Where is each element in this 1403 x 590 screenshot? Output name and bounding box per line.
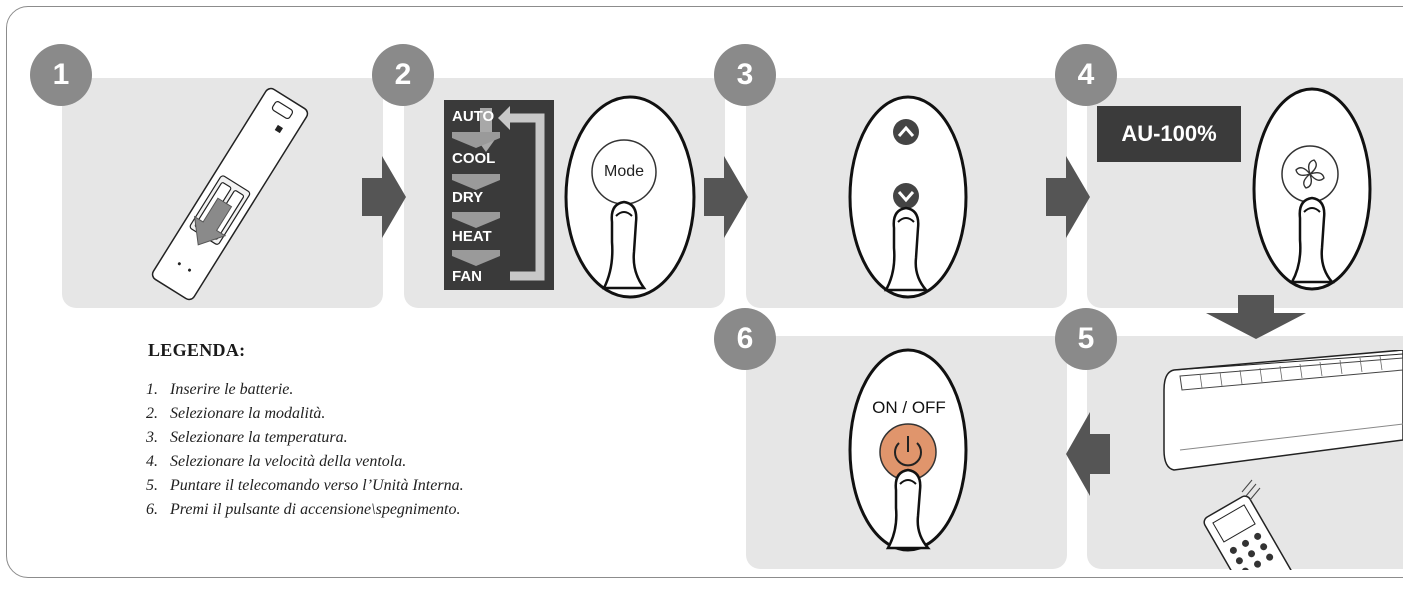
legend-item: 6.Premi il pulsante di accensione\spegni… xyxy=(146,501,461,518)
arrow-down-icon xyxy=(893,183,919,209)
indoor-unit-illustration xyxy=(1150,350,1403,570)
legend-item: 3.Selezionare la temperatura. xyxy=(146,429,348,446)
fan-button-oval xyxy=(1244,84,1384,294)
step-2-badge: 2 xyxy=(372,44,434,106)
arrow-4-to-5 xyxy=(1206,295,1306,339)
fan-speed-display: AU-100% xyxy=(1097,106,1241,162)
step-6-badge: 6 xyxy=(714,308,776,370)
mode-fan-label: FAN xyxy=(452,268,482,285)
arrow-1-to-2 xyxy=(362,156,406,238)
legend-item: 1.Inserire le batterie. xyxy=(146,381,294,398)
mode-dry-label: DRY xyxy=(452,189,484,206)
step-4-badge: 4 xyxy=(1055,44,1117,106)
outer-frame xyxy=(6,6,1403,578)
mode-cool-label: COOL xyxy=(452,150,496,167)
mode-button-label: Mode xyxy=(603,163,645,180)
step-5-badge: 5 xyxy=(1055,308,1117,370)
fan-icon xyxy=(1296,160,1324,188)
mode-heat-label: HEAT xyxy=(452,228,492,245)
remote-battery-illustration xyxy=(120,84,340,304)
mode-auto-label: AUTO xyxy=(452,108,495,125)
legend-title: LEGENDA: xyxy=(148,340,246,360)
legend-list: 1.Inserire le batterie. 2.Selezionare la… xyxy=(146,378,464,522)
power-button-oval: ON / OFF xyxy=(846,344,986,559)
legend-item: 2.Selezionare la modalità. xyxy=(146,405,326,422)
legend-item: 5.Puntare il telecomando verso l’Unità I… xyxy=(146,477,464,494)
step-1-badge: 1 xyxy=(30,44,92,106)
arrow-2-to-3 xyxy=(704,156,748,238)
temperature-buttons-oval xyxy=(844,92,984,302)
step-3-badge: 3 xyxy=(714,44,776,106)
arrow-up-icon xyxy=(893,119,919,145)
arrow-5-to-6 xyxy=(1066,412,1110,496)
mode-list: AUTO COOL DRY HEAT FAN xyxy=(444,100,554,290)
power-icon xyxy=(890,434,926,470)
arrow-3-to-4 xyxy=(1046,156,1090,238)
mode-button-oval: Mode xyxy=(560,92,700,302)
legend-item: 4.Selezionare la velocità della ventola. xyxy=(146,453,407,470)
power-button-label: ON / OFF xyxy=(872,398,946,417)
